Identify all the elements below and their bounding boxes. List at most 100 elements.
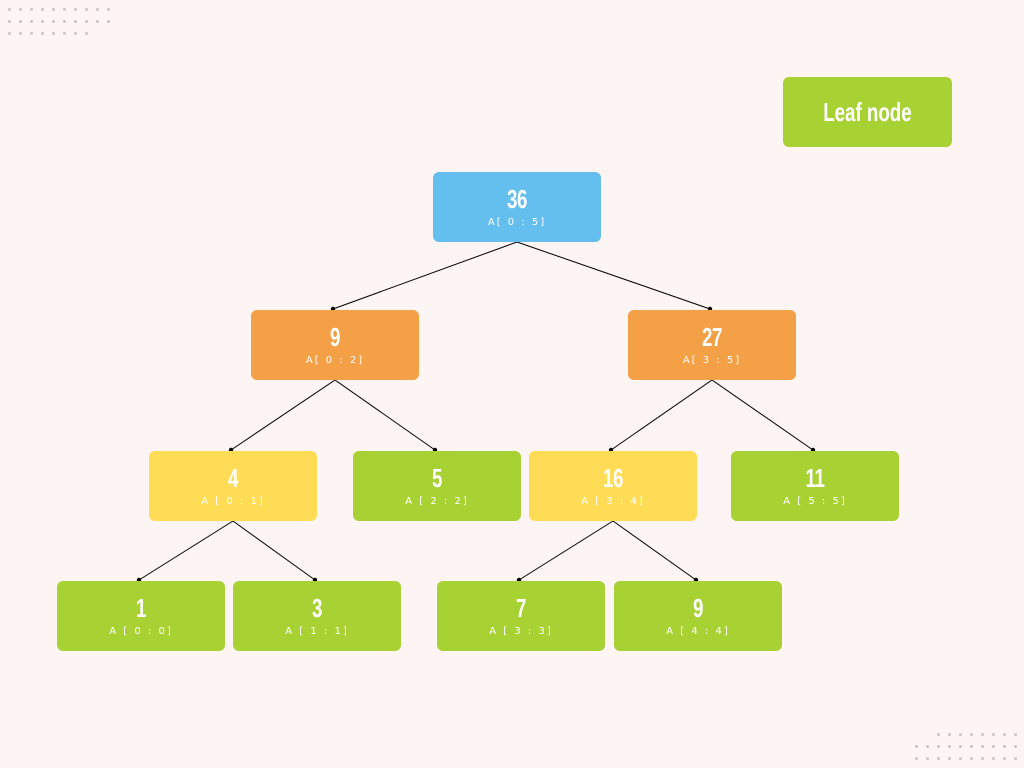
edge-n0-5-n3-5 [516, 241, 711, 310]
node-value: 9 [329, 322, 341, 352]
node-range: A [ 3 : 4] [581, 496, 645, 507]
edge-n0-2-n2-2 [334, 379, 436, 451]
decorative-dot [41, 32, 44, 35]
decorative-dot [992, 733, 995, 736]
decorative-dot [937, 757, 940, 760]
decorative-dot [8, 20, 11, 23]
node-value: 1 [135, 593, 147, 623]
node-3-4: 16 A [ 3 : 4] [529, 451, 697, 521]
decorative-dot [41, 20, 44, 23]
node-range: A [ 5 : 5] [783, 496, 847, 507]
node-root: 36 A[ 0 : 5] [433, 172, 601, 242]
legend-leaf-node: Leaf node [783, 77, 952, 147]
node-right-child: 27 A[ 3 : 5] [628, 310, 796, 380]
decorative-dot [52, 32, 55, 35]
node-value: 16 [602, 463, 624, 493]
decorative-dot [85, 32, 88, 35]
node-range: A [ 0 : 1] [201, 496, 265, 507]
node-range: A[ 3 : 5] [682, 355, 742, 366]
decorative-dot [970, 733, 973, 736]
decorative-dot [107, 20, 110, 23]
decorative-dot [74, 32, 77, 35]
decorative-dot [74, 20, 77, 23]
legend-label: Leaf node [823, 96, 912, 127]
decorative-dot [992, 757, 995, 760]
node-4-4: 9 A [ 4 : 4] [614, 581, 782, 651]
node-range: A [ 0 : 0] [109, 626, 173, 637]
edge-n3-5-n3-4 [610, 379, 713, 451]
node-range: A [ 2 : 2] [405, 496, 469, 507]
decorative-dot [107, 8, 110, 11]
decorative-dot [1014, 745, 1017, 748]
decorative-dot [970, 757, 973, 760]
decorative-dot [948, 757, 951, 760]
decorative-dot [19, 32, 22, 35]
decorative-dot [948, 733, 951, 736]
node-0-0: 1 A [ 0 : 0] [57, 581, 225, 651]
decorative-dot [8, 32, 11, 35]
decorative-dot [85, 8, 88, 11]
decorative-dot [74, 8, 77, 11]
decorative-dot [96, 8, 99, 11]
node-value: 27 [701, 322, 723, 352]
node-left-child: 9 A[ 0 : 2] [251, 310, 419, 380]
decorative-dot [52, 20, 55, 23]
decorative-dot [19, 8, 22, 11]
decorative-dot [1014, 733, 1017, 736]
decorative-dot [8, 8, 11, 11]
edge-n0-1-n1-1 [232, 520, 316, 581]
decorative-dot [19, 20, 22, 23]
decorative-dot [96, 20, 99, 23]
node-value: 5 [431, 463, 443, 493]
decorative-dot [1014, 757, 1017, 760]
decorative-dot [63, 20, 66, 23]
decorative-dot [41, 8, 44, 11]
decorative-dot [959, 757, 962, 760]
node-range: A[ 0 : 5] [487, 217, 547, 228]
decorative-dot [915, 757, 918, 760]
decorative-dot [981, 745, 984, 748]
node-0-1: 4 A [ 0 : 1] [149, 451, 317, 521]
node-1-1: 3 A [ 1 : 1] [233, 581, 401, 651]
decorative-dot [948, 745, 951, 748]
edge-n0-5-n0-2 [332, 241, 518, 310]
node-value: 11 [805, 463, 825, 493]
node-value: 9 [692, 593, 704, 623]
node-2-2: 5 A [ 2 : 2] [353, 451, 521, 521]
node-value: 7 [515, 593, 527, 623]
decorative-dot [63, 32, 66, 35]
node-value: 36 [506, 184, 528, 214]
decorative-dot [959, 733, 962, 736]
node-5-5: 11 A [ 5 : 5] [731, 451, 899, 521]
node-range: A[ 0 : 2] [305, 355, 365, 366]
decorative-dot [970, 745, 973, 748]
decorative-dot [981, 757, 984, 760]
decorative-dot [30, 20, 33, 23]
edge-n3-4-n3-3 [518, 520, 614, 581]
decorative-dot [85, 20, 88, 23]
decorative-dot [959, 745, 962, 748]
decorative-dot [30, 8, 33, 11]
decorative-dot [937, 733, 940, 736]
decorative-dot [937, 745, 940, 748]
decorative-dot [1003, 733, 1006, 736]
decorative-dot [1003, 757, 1006, 760]
node-range: A [ 3 : 3] [489, 626, 553, 637]
decorative-dot [981, 733, 984, 736]
edge-n3-5-n5-5 [711, 379, 814, 451]
decorative-dot [926, 745, 929, 748]
decorative-dot [992, 745, 995, 748]
edge-n3-4-n4-4 [612, 520, 697, 581]
node-3-3: 7 A [ 3 : 3] [437, 581, 605, 651]
decorative-dot [915, 745, 918, 748]
decorative-dot [30, 32, 33, 35]
node-value: 4 [227, 463, 239, 493]
decorative-dot [926, 757, 929, 760]
node-range: A [ 4 : 4] [666, 626, 730, 637]
edge-n0-1-n0-0 [138, 520, 234, 581]
node-range: A [ 1 : 1] [285, 626, 349, 637]
node-value: 3 [311, 593, 323, 623]
edge-n0-2-n0-1 [230, 379, 336, 451]
decorative-dot [63, 8, 66, 11]
